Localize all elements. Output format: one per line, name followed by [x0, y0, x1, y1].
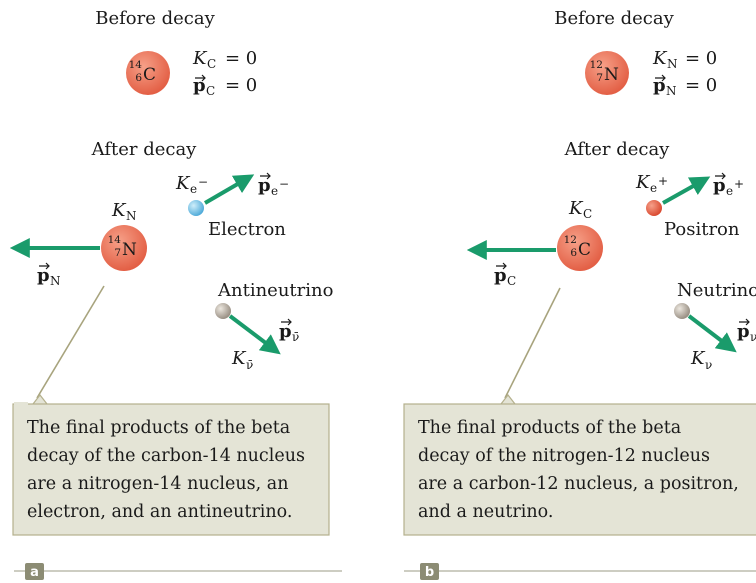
before-decay-heading: Before decay: [95, 8, 215, 29]
parent-energy-symbol: K: [192, 48, 208, 69]
caption-line: The final products of the beta: [27, 418, 290, 438]
positron-particle: [646, 200, 662, 216]
lepton-name: Positron: [664, 219, 740, 240]
neutral-energy-subscript: ν̄: [246, 358, 253, 372]
antineutrino-particle: [215, 303, 231, 319]
neutral-name: Antineutrino: [217, 280, 333, 301]
lepton-momentum-charge: +: [734, 177, 744, 191]
caption-notch-fill: [14, 402, 28, 405]
after-decay-heading: After decay: [564, 139, 671, 160]
neutral-momentum-symbol: p: [279, 321, 292, 342]
parent-energy-subscript: C: [207, 57, 216, 71]
caption-line: decay of the carbon-14 nucleus: [27, 446, 305, 466]
after-decay-heading: After decay: [91, 139, 198, 160]
parent-atomic-number: 6: [135, 72, 142, 84]
positron-momentum-arrow: [663, 180, 704, 203]
caption-line: and a neutrino.: [418, 502, 553, 522]
parent-energy-subscript: N: [667, 57, 678, 71]
caption-pointer: [37, 286, 104, 398]
daughter-energy-symbol: K: [568, 198, 584, 219]
parent-momentum-symbol: p: [193, 75, 206, 96]
before-decay-heading: Before decay: [554, 8, 674, 29]
lepton-charge: −: [198, 175, 208, 189]
lepton-energy-subscript: e: [190, 182, 197, 196]
daughter-momentum-subscript: C: [507, 274, 516, 288]
daughter-symbol: N: [122, 240, 137, 260]
daughter-atomic-number: 6: [570, 247, 577, 259]
lepton-energy-subscript: e: [650, 181, 657, 195]
neutral-momentum-subscript: ν̄: [292, 330, 299, 344]
lepton-momentum-symbol: p: [258, 175, 271, 196]
lepton-name: Electron: [208, 219, 286, 240]
neutral-energy-subscript: ν: [705, 358, 712, 372]
neutral-name: Neutrino: [677, 280, 756, 301]
parent-atomic-number: 7: [596, 72, 603, 84]
parent-momentum-symbol: p: [653, 75, 666, 96]
daughter-momentum-subscript: N: [50, 274, 61, 288]
caption-notch: [33, 395, 47, 404]
caption-pointer: [505, 288, 560, 398]
lepton-energy-symbol: K: [175, 173, 191, 194]
daughter-mass-number: 12: [564, 234, 577, 246]
neutrino-momentum-arrow: [689, 316, 731, 348]
electron-particle: [188, 200, 204, 216]
caption-line: decay of the nitrogen-12 nucleus: [418, 446, 710, 466]
daughter-energy-symbol: K: [111, 200, 127, 221]
antineutrino-momentum-arrow: [230, 316, 275, 350]
daughter-momentum-symbol: p: [37, 265, 50, 286]
parent-energy-relation: = 0: [685, 48, 717, 69]
daughter-mass-number: 14: [108, 234, 122, 246]
lepton-momentum-symbol: p: [713, 175, 726, 196]
neutrino-particle: [674, 303, 690, 319]
lepton-charge: +: [658, 174, 668, 188]
daughter-symbol: C: [578, 240, 591, 260]
neutral-momentum-symbol: p: [737, 321, 750, 342]
lepton-momentum-subscript: e: [271, 184, 278, 198]
parent-energy-symbol: K: [652, 48, 668, 69]
panel-tag-label: b: [425, 565, 434, 580]
parent-mass-number: 12: [590, 59, 603, 71]
lepton-momentum-subscript: e: [726, 184, 733, 198]
daughter-energy-subscript: C: [583, 207, 592, 221]
parent-mass-number: 14: [129, 59, 143, 71]
parent-symbol: N: [604, 65, 619, 85]
caption-line: electron, and an antineutrino.: [27, 502, 292, 522]
parent-momentum-subscript: C: [206, 84, 215, 98]
daughter-energy-subscript: N: [126, 209, 137, 223]
neutral-energy-symbol: K: [231, 348, 247, 369]
panel-a: Before decay 14 6 C K C = 0 p C = 0 Afte…: [13, 8, 342, 580]
neutral-momentum-subscript: ν: [750, 330, 756, 344]
caption-line: are a carbon-12 nucleus, a positron,: [418, 474, 739, 494]
parent-momentum-relation: = 0: [685, 75, 717, 96]
daughter-atomic-number: 7: [114, 247, 121, 259]
parent-momentum-relation: = 0: [225, 75, 257, 96]
lepton-energy-symbol: K: [635, 172, 651, 193]
parent-momentum-subscript: N: [666, 84, 677, 98]
caption-line: are a nitrogen-14 nucleus, an: [27, 474, 288, 494]
neutral-energy-symbol: K: [690, 348, 706, 369]
daughter-momentum-symbol: p: [494, 265, 507, 286]
parent-energy-relation: = 0: [225, 48, 257, 69]
panel-tag-label: a: [30, 565, 39, 580]
lepton-momentum-charge: −: [279, 177, 289, 191]
caption-notch: [501, 395, 515, 404]
parent-symbol: C: [143, 65, 156, 85]
caption-line: The final products of the beta: [418, 418, 681, 438]
panel-b: Before decay 12 7 N K N = 0 p N = 0 Afte…: [404, 8, 756, 580]
electron-momentum-arrow: [205, 178, 248, 203]
